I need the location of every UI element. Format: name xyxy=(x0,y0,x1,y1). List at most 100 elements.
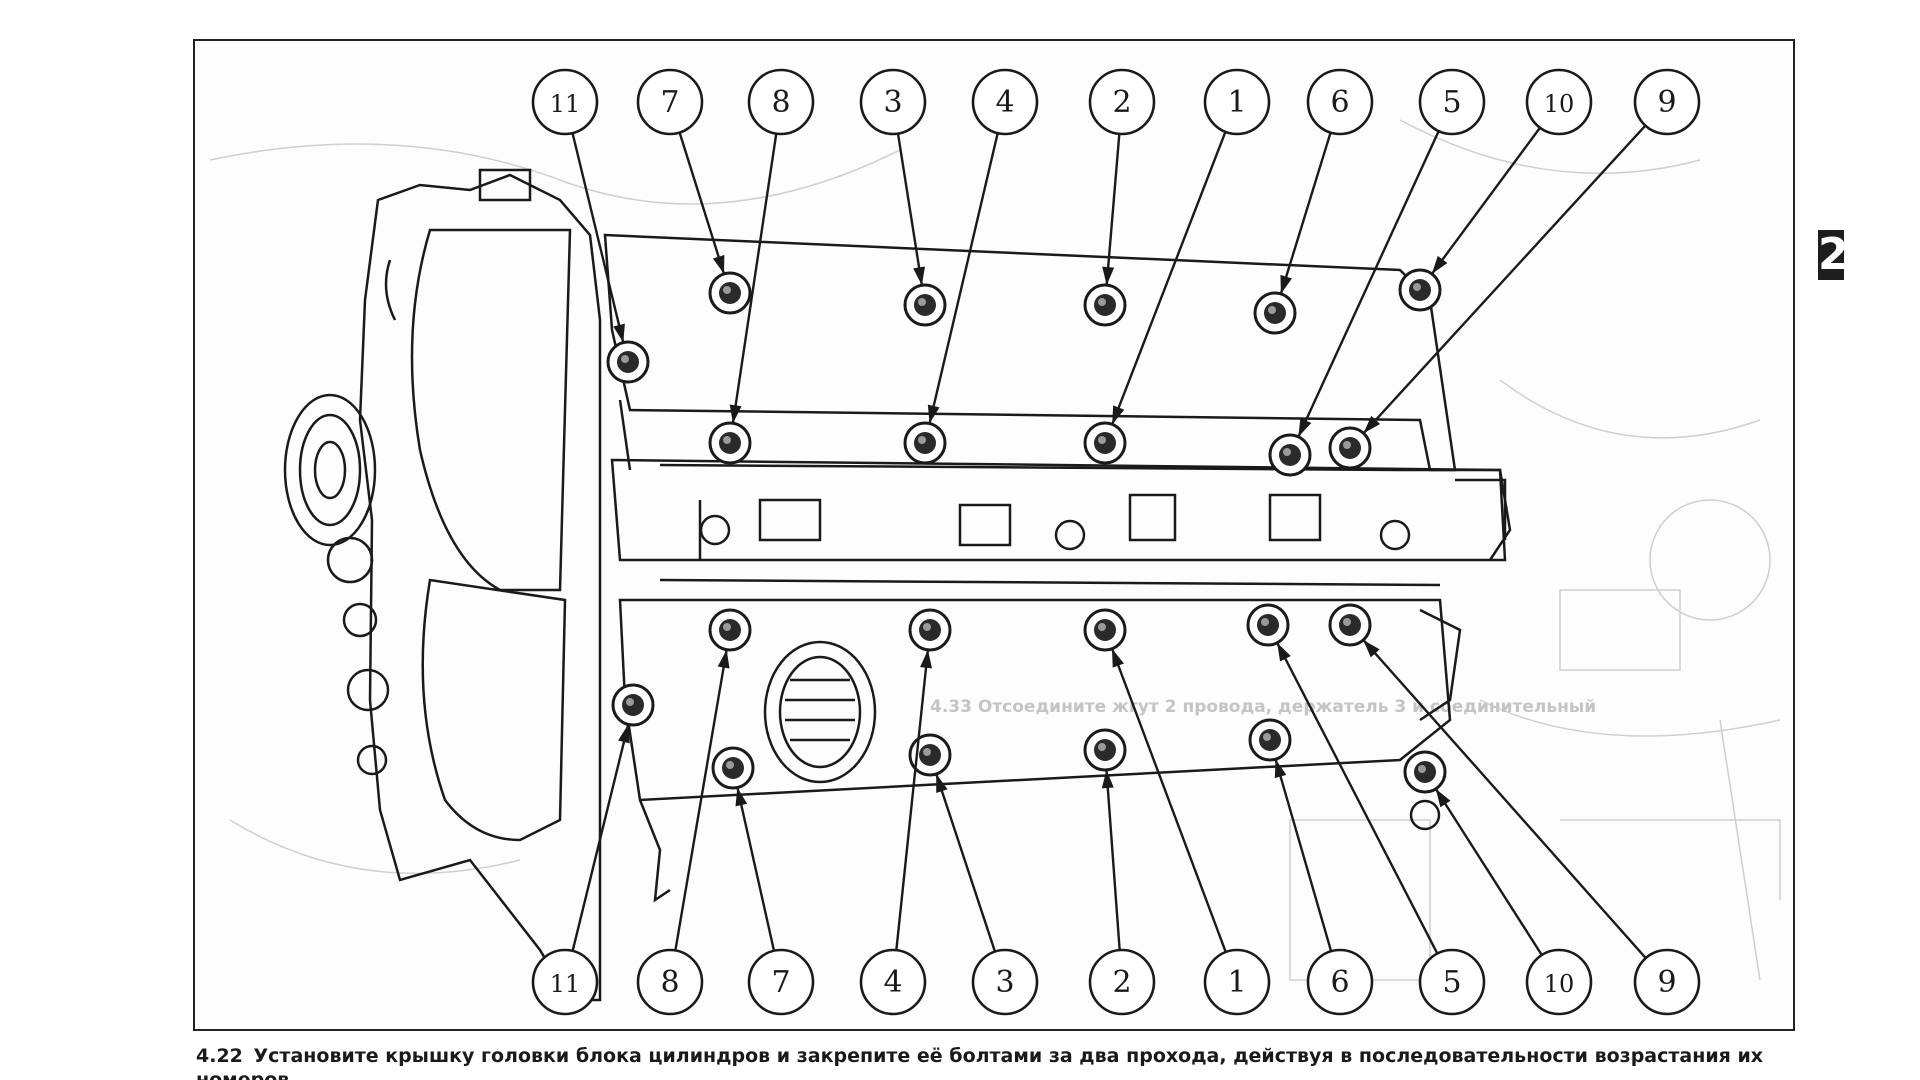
leader-bottom-10 xyxy=(1434,788,1543,956)
bolt-bottom-3 xyxy=(908,733,952,777)
leader-top-7 xyxy=(678,132,726,275)
bolt-bottom-6 xyxy=(1248,718,1292,762)
callout-bottom-1: 1 xyxy=(1203,948,1271,1016)
bolt-top-3 xyxy=(903,283,947,327)
callout-top-6: 6 xyxy=(1306,68,1374,136)
bolt-top-1 xyxy=(1083,421,1127,465)
callout-top-10: 10 xyxy=(1525,68,1593,136)
ghost-caption-text: 4.33 Отсоедините жгут 2 провода, держате… xyxy=(930,697,1596,717)
callout-top-8-label: 8 xyxy=(771,85,790,120)
leader-top-4 xyxy=(927,132,999,424)
callout-top-11: 11 xyxy=(531,68,599,136)
callout-bottom-6-label: 6 xyxy=(1330,965,1349,1000)
callout-bottom-10-label: 10 xyxy=(1544,970,1575,998)
callout-top-4-label: 4 xyxy=(995,85,1014,120)
callout-top-4: 4 xyxy=(971,68,1039,136)
figure-caption-text: Установите крышку головки блока цилиндро… xyxy=(196,1045,1764,1080)
bolt-bottom-4 xyxy=(908,608,952,652)
leader-top-9 xyxy=(1362,124,1647,435)
timing-cover xyxy=(283,168,602,1002)
leader-bottom-9 xyxy=(1362,639,1647,959)
leader-top-1 xyxy=(1111,131,1227,425)
callout-bottom-4-label: 4 xyxy=(883,965,902,1000)
bolt-bottom-5 xyxy=(1246,603,1290,647)
leader-bottom-3 xyxy=(935,773,997,952)
callout-bottom-5: 5 xyxy=(1418,948,1486,1016)
figure-caption: 4.22 Установите крышку головки блока цил… xyxy=(196,1044,1796,1080)
callout-top-5-label: 5 xyxy=(1442,85,1461,120)
bolt-top-8 xyxy=(708,421,752,465)
callout-bottom-10: 10 xyxy=(1525,948,1593,1016)
leader-bottom-5 xyxy=(1276,642,1439,955)
leader-bottom-7 xyxy=(735,787,776,952)
callout-top-10-label: 10 xyxy=(1544,90,1575,118)
leader-bottom-11 xyxy=(571,724,630,952)
callout-bottom-2-label: 2 xyxy=(1112,965,1131,1000)
callout-bottom-3-label: 3 xyxy=(995,965,1014,1000)
bolt-top-7 xyxy=(708,271,752,315)
bolt-top-9 xyxy=(1328,426,1372,470)
bolt-top-11 xyxy=(606,340,650,384)
bolt-top-2 xyxy=(1083,283,1127,327)
callout-bottom-3: 3 xyxy=(971,948,1039,1016)
callouts-top-row: 11 7 8 3 4 2 1 6 5 10 9 xyxy=(531,68,1701,136)
cylinder-head-cover xyxy=(603,233,1512,903)
figure-number: 4.22 xyxy=(196,1045,243,1067)
leader-top-11 xyxy=(571,132,625,343)
callout-top-8: 8 xyxy=(747,68,815,136)
callout-bottom-9: 9 xyxy=(1633,948,1701,1016)
callout-bottom-7: 7 xyxy=(747,948,815,1016)
leader-top-8 xyxy=(729,133,778,424)
callout-top-9-label: 9 xyxy=(1657,85,1676,120)
callout-top-9: 9 xyxy=(1633,68,1701,136)
leader-lines xyxy=(571,124,1647,959)
figure-frame xyxy=(193,39,1795,1031)
leader-top-3 xyxy=(896,133,926,286)
callout-top-3: 3 xyxy=(859,68,927,136)
callout-bottom-2: 2 xyxy=(1088,948,1156,1016)
callout-top-7-label: 7 xyxy=(660,85,679,120)
callout-bottom-6: 6 xyxy=(1306,948,1374,1016)
callout-bottom-5-label: 5 xyxy=(1442,965,1461,1000)
bolt-bottom-11 xyxy=(611,683,655,727)
callouts-bottom-row: 11 8 7 4 3 2 1 6 5 10 9 xyxy=(531,948,1701,1016)
callout-top-3-label: 3 xyxy=(883,85,902,120)
leader-top-2 xyxy=(1102,133,1121,286)
callout-bottom-8: 8 xyxy=(636,948,704,1016)
callout-bottom-7-label: 7 xyxy=(771,965,790,1000)
bolt-bottom-8 xyxy=(708,608,752,652)
callout-top-7: 7 xyxy=(636,68,704,136)
callout-bottom-8-label: 8 xyxy=(660,965,679,1000)
callout-top-2-label: 2 xyxy=(1112,85,1131,120)
callout-bottom-11: 11 xyxy=(531,948,599,1016)
callout-top-1: 1 xyxy=(1203,68,1271,136)
callout-top-5: 5 xyxy=(1418,68,1486,136)
leader-bottom-1 xyxy=(1110,648,1227,953)
bolt-bottom-10 xyxy=(1403,750,1447,794)
callout-top-6-label: 6 xyxy=(1330,85,1349,120)
callout-top-1-label: 1 xyxy=(1227,85,1246,120)
bolt-bottom-2 xyxy=(1083,728,1127,772)
bolts-layer xyxy=(606,268,1447,794)
bolt-bottom-7 xyxy=(711,746,755,790)
leader-bottom-8 xyxy=(674,649,730,951)
callout-bottom-4: 4 xyxy=(859,948,927,1016)
leader-bottom-4 xyxy=(895,649,932,951)
leader-bottom-6 xyxy=(1274,758,1333,952)
leader-top-10 xyxy=(1430,127,1541,275)
callout-top-11-label: 11 xyxy=(550,90,581,118)
ghost-background-lines xyxy=(209,119,1781,981)
bolt-top-4 xyxy=(903,421,947,465)
leader-bottom-2 xyxy=(1101,769,1121,951)
leader-top-5 xyxy=(1297,130,1440,438)
callout-bottom-1-label: 1 xyxy=(1227,965,1246,1000)
leader-top-6 xyxy=(1279,132,1332,295)
bolt-bottom-9 xyxy=(1328,603,1372,647)
section-marker: 2 xyxy=(1818,229,1849,280)
callout-bottom-9-label: 9 xyxy=(1657,965,1676,1000)
callout-bottom-11-label: 11 xyxy=(550,970,581,998)
bolt-top-10 xyxy=(1398,268,1442,312)
callout-top-2: 2 xyxy=(1088,68,1156,136)
